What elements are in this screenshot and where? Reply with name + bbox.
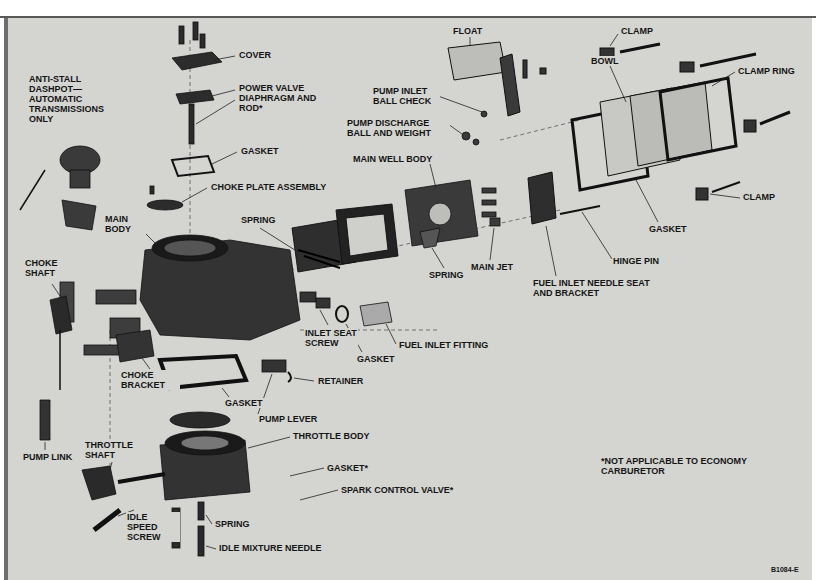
part-label: GASKET [240, 146, 280, 156]
scan-edge [4, 18, 8, 580]
part-label: INLET SEAT SCREW [304, 328, 358, 348]
part-label: THROTTLE SHAFT [84, 440, 148, 460]
part-label: PUMP DISCHARGE BALL AND WEIGHT [346, 118, 450, 138]
part-label: FUEL INLET NEEDLE SEAT AND BRACKET [532, 278, 652, 298]
part-label: IDLE MIXTURE NEEDLE [218, 543, 323, 553]
part-label: SPRING [428, 270, 465, 280]
part-label: CLAMP [742, 192, 776, 202]
part-label: SPARK CONTROL VALVE* [340, 485, 454, 495]
fuel-inlet-part [300, 292, 392, 326]
assembly-line [110, 40, 580, 470]
part-label: THROTTLE BODY [292, 431, 371, 441]
part-label: MAIN BODY [104, 214, 148, 234]
part-label: MAIN JET [470, 262, 514, 272]
part-label: PUMP LINK [22, 452, 73, 462]
part-label: MAIN WELL BODY [352, 154, 433, 164]
part-label: GASKET* [326, 463, 369, 473]
throttle-body-part [82, 412, 250, 556]
part-label: CHOKE BRACKET [120, 370, 180, 390]
pump-part [40, 330, 291, 440]
part-label: PUMP INLET BALL CHECK [372, 86, 440, 106]
part-label: HINGE PIN [612, 256, 660, 266]
main-body-part [50, 235, 300, 355]
float-part [448, 42, 600, 224]
part-label: BOWL [590, 56, 620, 66]
part-label: CHOKE PLATE ASSEMBLY [210, 182, 327, 192]
part-label: SPRING [214, 519, 251, 529]
part-label: SPRING [240, 215, 277, 225]
part-label: RETAINER [317, 376, 364, 386]
top-rule [0, 16, 816, 18]
gasket-part [292, 204, 398, 272]
part-label: IDLE SPEED SCREW [126, 512, 180, 542]
part-label: CHOKE SHAFT [24, 258, 70, 278]
part-label: GASKET [648, 224, 688, 234]
part-label: ANTI-STALL DASHPOT— AUTOMATIC TRANSMISSI… [28, 74, 122, 124]
part-label: PUMP LEVER [258, 414, 318, 424]
dashpot-part [20, 146, 100, 230]
photo-ground [6, 18, 812, 580]
part-label: POWER VALVE DIAPHRAGM AND ROD* [238, 83, 318, 113]
part-label: GASKET [224, 398, 264, 408]
part-label: CLAMP RING [737, 66, 796, 76]
part-label: GASKET [356, 354, 396, 364]
part-label: B1084-E [770, 566, 800, 574]
part-label: CLAMP [620, 26, 654, 36]
part-label: COVER [238, 50, 272, 60]
part-label: FUEL INLET FITTING [398, 340, 489, 350]
part-label: *NOT APPLICABLE TO ECONOMY CARBURETOR [600, 456, 786, 476]
part-label: FLOAT [452, 26, 483, 36]
